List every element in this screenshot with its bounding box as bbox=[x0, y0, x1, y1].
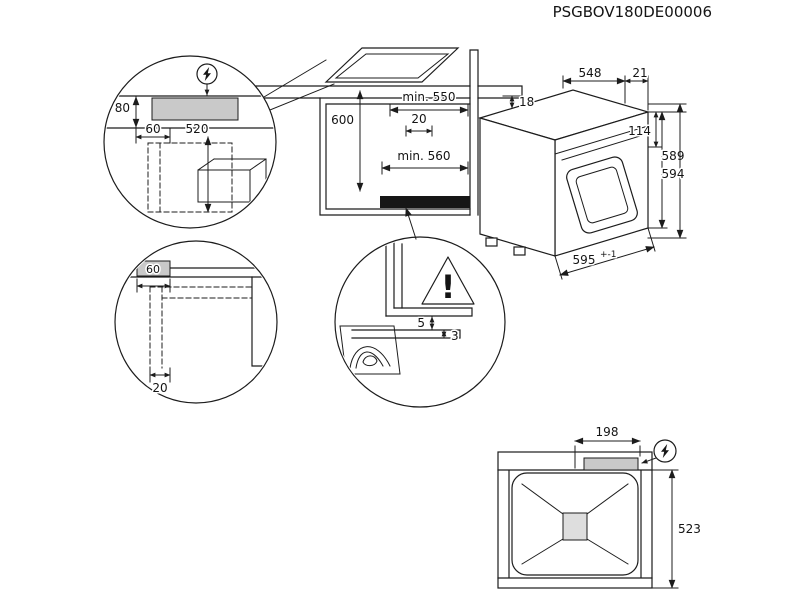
power-icon-rear bbox=[641, 439, 677, 464]
power-connection-detail: 80 60 520 bbox=[103, 55, 277, 229]
oven-foot bbox=[513, 246, 526, 256]
rear-center-block bbox=[562, 512, 588, 541]
cabinet-side-detail: 60 20 bbox=[114, 240, 278, 404]
power-icon bbox=[196, 63, 218, 96]
warning-exclamation: ! bbox=[441, 268, 456, 306]
model-number: PSGBOV180DE00006 bbox=[553, 3, 712, 21]
dim-power-zone-depth: 520 bbox=[186, 122, 209, 136]
dim-niche-width-min: min. 560 bbox=[397, 149, 450, 163]
wood-grain bbox=[339, 325, 401, 375]
dim-power-zone-height: 80 bbox=[115, 101, 130, 115]
oven-drawing bbox=[477, 89, 651, 257]
rear-power-zone bbox=[583, 457, 639, 471]
oven-dimensions: 548 21 18 114 589 594 595 +-1 bbox=[502, 65, 687, 280]
dim-oven-top-clearance: 18 bbox=[519, 95, 534, 109]
dim-oven-overhang: 21 bbox=[632, 66, 647, 80]
main-installation-view: 600 min. 550 20 min. 560 bbox=[255, 47, 687, 280]
dim-oven-depth: 548 bbox=[579, 66, 602, 80]
detail-circle bbox=[334, 236, 506, 408]
oven-foot bbox=[485, 237, 498, 247]
dim-niche-depth-min: min. 550 bbox=[402, 90, 455, 104]
hob-cutout bbox=[324, 47, 460, 83]
power-zone bbox=[151, 97, 239, 121]
rear-inner-panel bbox=[511, 472, 639, 576]
dim-oven-panel-height: 114 bbox=[628, 124, 651, 138]
oven-niche bbox=[319, 97, 471, 216]
rear-braces bbox=[521, 483, 629, 565]
dim-rear-height: 523 bbox=[678, 522, 701, 536]
dim-oven-body-height: 589 bbox=[662, 149, 685, 163]
dim-oven-total-height: 594 bbox=[662, 167, 685, 181]
dim-niche-height: 600 bbox=[331, 113, 354, 127]
detail-circle bbox=[103, 55, 277, 229]
dim-oven-width: 595 bbox=[573, 253, 596, 267]
gap-detail-pointer bbox=[405, 207, 417, 240]
dim-side-clearance: 20 bbox=[152, 381, 167, 395]
dim-power-zone-offset: 60 bbox=[145, 122, 160, 136]
niche-dimensions: 600 min. 550 20 min. 560 bbox=[330, 89, 469, 192]
rear-view: 198 523 bbox=[497, 424, 702, 589]
detail-circle bbox=[114, 240, 278, 404]
callout-leader-lines bbox=[263, 59, 335, 111]
warning-icon: ! bbox=[421, 256, 475, 308]
dim-floor-gap: 5 bbox=[417, 316, 425, 330]
dim-side-strip-width: 60 bbox=[146, 263, 160, 276]
dim-floor-offset: 3 bbox=[451, 329, 459, 343]
dim-niche-back-gap: 20 bbox=[411, 112, 426, 126]
support-strip bbox=[380, 196, 470, 208]
dim-oven-width-tolerance: +-1 bbox=[600, 250, 617, 260]
floor-gap-detail: 5 3 ! bbox=[334, 236, 506, 408]
oven-door-window bbox=[566, 156, 638, 234]
dim-rear-power-offset: 198 bbox=[596, 425, 619, 439]
